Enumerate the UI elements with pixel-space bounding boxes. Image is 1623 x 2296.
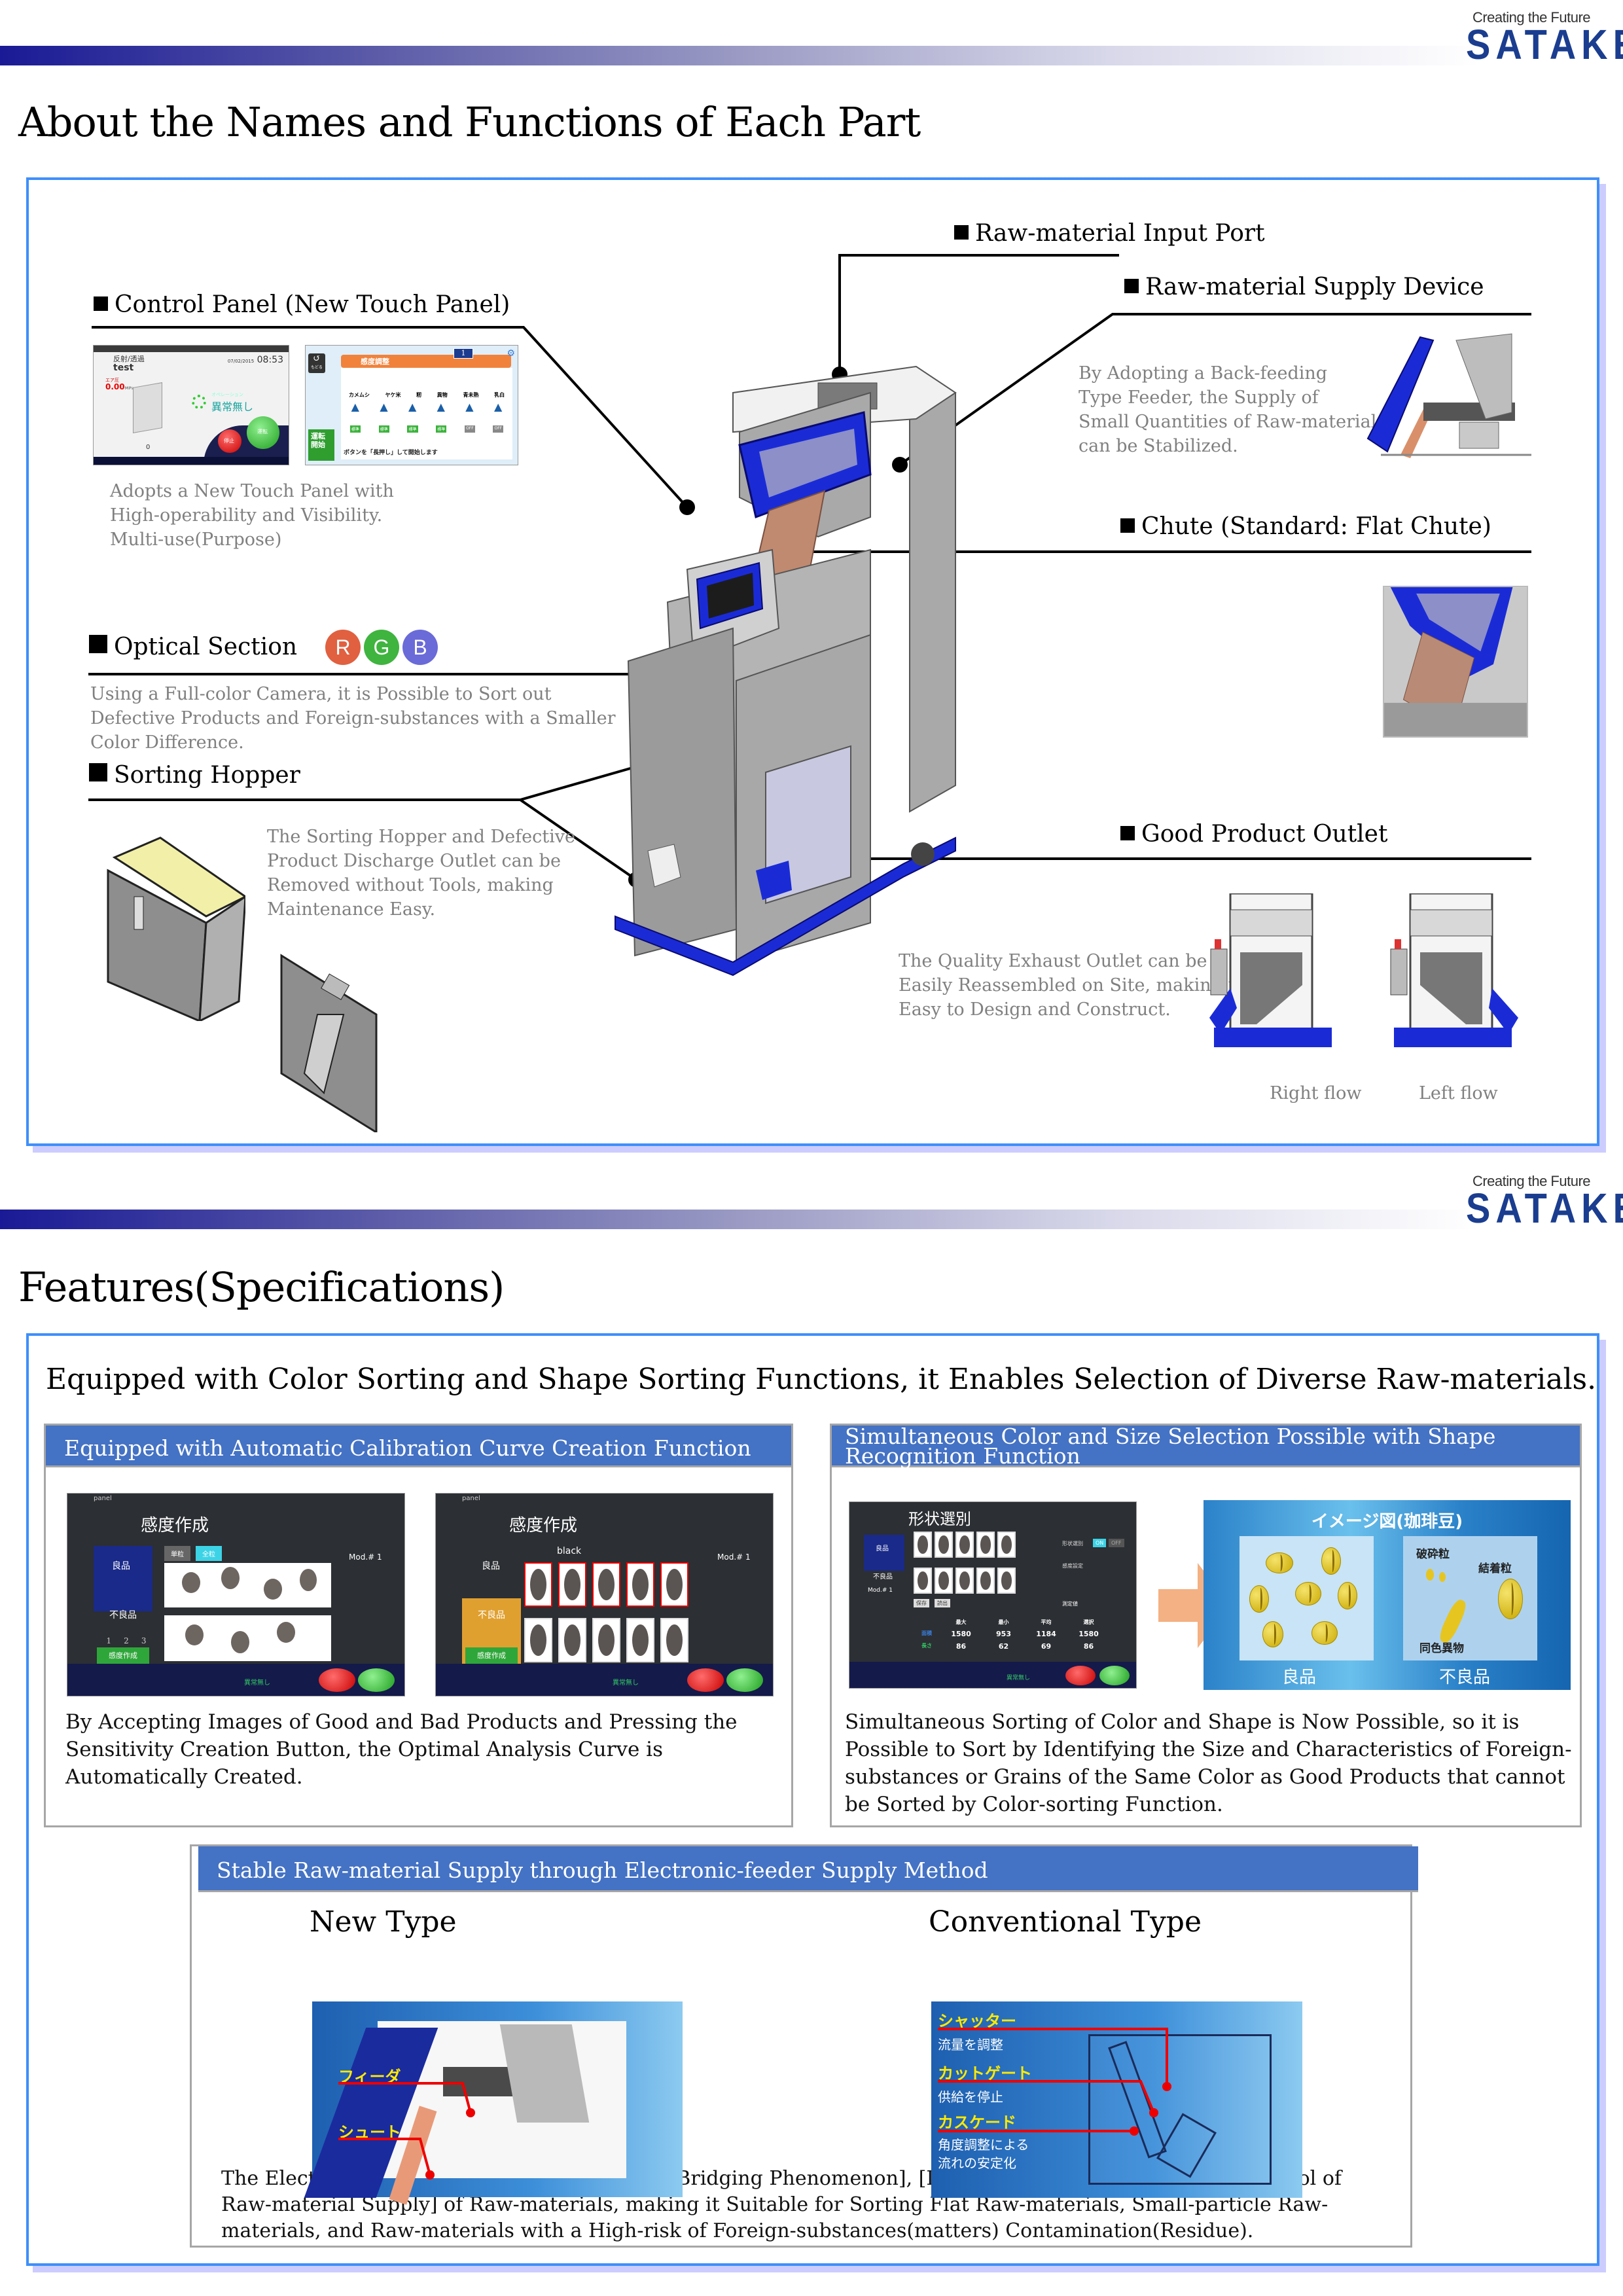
- stop-button: 停止: [218, 429, 241, 453]
- shape-sorting-screen: 形状選別 良品 不良品 Mod.# 1 形状選別 ON OFF 感度設定 測定値…: [849, 1501, 1137, 1689]
- caption-left-flow: Left flow: [1419, 1083, 1498, 1103]
- satake-logo: Creating the Future SATAKE: [1466, 9, 1623, 65]
- control-panel-desc: Adopts a New Touch Panel with High-opera…: [110, 481, 394, 550]
- shape-measure-table: 最大 最小 平均 選択 面積 1580 953 1184 1580 長さ 86 …: [921, 1619, 1099, 1651]
- start-button: 運転開始: [308, 429, 334, 461]
- bullet-square-icon: [954, 225, 969, 240]
- chute-detail-image: [1383, 586, 1528, 738]
- calibration-screen-good: panel 感度作成 良品 不良品 123 456 単粒 全粒 Mod.# 1 …: [67, 1493, 405, 1696]
- leader-lines: [88, 254, 1531, 888]
- bullet-square-icon: [94, 296, 108, 311]
- supply-device-diagram: [1366, 333, 1531, 458]
- panel-header: Equipped with Automatic Calibration Curv…: [46, 1426, 791, 1467]
- features-lead: Equipped with Color Sorting and Shape So…: [46, 1363, 1597, 1396]
- bullet-square-icon: [89, 763, 107, 781]
- input-port-heading: Raw-material Input Port: [954, 220, 1265, 247]
- optical-heading: Optical Section: [89, 634, 297, 660]
- page-title-2: Features(Specifications): [18, 1263, 505, 1311]
- header-band-2: [0, 1210, 1479, 1229]
- discharge-outlet-image: [280, 954, 378, 1132]
- control-panel-heading: Control Panel (New Touch Panel): [94, 291, 510, 318]
- supply-device-desc: By Adopting a Back-feeding Type Feeder, …: [1079, 363, 1386, 456]
- calibration-screen-bad: panel 感度作成 良品 不良品 black Mod.# 1 感度作成 異常無…: [435, 1493, 774, 1696]
- touch-panel-sensitivity-screen: ↺もどる 感度調整 1 ⚙ カメムシ ヤケ米 籾 異物 青未熟 乳白 ▲▲▲▲▲…: [305, 345, 518, 465]
- run-button: 運転: [247, 416, 279, 449]
- hopper-heading: Sorting Hopper: [89, 762, 300, 789]
- new-type-feeder-image: フィーダ シュート: [304, 2001, 683, 2205]
- sensitivity-levels: 標準 標準 標準 標準 OFF OFF: [349, 425, 504, 433]
- supply-device-heading: Raw-material Supply Device: [1124, 274, 1484, 300]
- gear-icon: ⚙: [507, 348, 515, 359]
- bullet-square-icon: [89, 635, 107, 653]
- outlet-desc: The Quality Exhaust Outlet can be Easily…: [899, 951, 1241, 1020]
- create-sensitivity-button: 感度作成: [97, 1647, 149, 1664]
- leader-input-port: [838, 254, 1119, 374]
- left-flow-outlet-image: [1390, 893, 1518, 1047]
- new-type-label: New Type: [310, 1905, 457, 1939]
- outlet-heading: Good Product Outlet: [1120, 821, 1387, 848]
- coffee-bean-image: イメージ図(珈琲豆) 破砕粒 結着粒 同色異物 良品 不良品: [1204, 1500, 1571, 1690]
- page-title: About the Names and Functions of Each Pa…: [18, 98, 921, 146]
- conventional-type-label: Conventional Type: [929, 1905, 1202, 1939]
- touch-panel-home-screen: 反射/透過 test 07/02/2015 08:53 エア圧 0.00MPa …: [93, 345, 289, 465]
- chute-heading: Chute (Standard: Flat Chute): [1120, 513, 1491, 540]
- hopper-desc: The Sorting Hopper and Defective Product…: [267, 827, 575, 920]
- color-sorter-machine-illustration: [615, 365, 957, 977]
- sorting-hopper-image: [107, 836, 245, 1021]
- logo-brand: SATAKE: [1466, 20, 1623, 68]
- bullet-square-icon: [1120, 518, 1135, 533]
- bullet-square-icon: [1124, 279, 1139, 293]
- caption-right-flow: Right flow: [1270, 1083, 1362, 1103]
- plus-buttons: ▲▲▲▲▲▲: [351, 401, 503, 413]
- rgb-badge-g: G: [364, 630, 399, 665]
- back-button: ↺もどる: [308, 353, 325, 373]
- sensitivity-items: カメムシ ヤケ米 籾 異物 青未熟 乳白: [348, 392, 505, 398]
- conventional-type-feeder-image: シャッター 流量を調整 カットゲート 供給を停止 カスケード 角度調整による流れ…: [931, 2001, 1302, 2198]
- right-flow-outlet-image: [1209, 893, 1332, 1047]
- logo-tagline: Creating the Future: [1472, 9, 1591, 26]
- panel-header: Stable Raw-material Supply through Elect…: [198, 1846, 1418, 1892]
- rgb-badge-b: B: [402, 630, 438, 665]
- satake-logo-2: Creating the Future SATAKE: [1466, 1173, 1623, 1232]
- bullet-square-icon: [1120, 826, 1135, 840]
- leader-control-panel: [92, 326, 688, 509]
- panel-header: Simultaneous Color and Size Selection Po…: [832, 1426, 1580, 1467]
- header-band: [0, 46, 1479, 65]
- back-arrow-icon: ↺: [313, 353, 321, 364]
- panel-description: Simultaneous Sorting of Color and Shape …: [845, 1710, 1572, 1816]
- leader-supply-device: [899, 313, 1531, 466]
- leader-hopper-2: [519, 798, 637, 881]
- status-spinner-icon: [192, 395, 206, 409]
- panel-description: By Accepting Images of Good and Bad Prod…: [65, 1710, 738, 1789]
- optical-desc: Using a Full-color Camera, it is Possibl…: [90, 684, 616, 753]
- rgb-badge-r: R: [325, 630, 361, 665]
